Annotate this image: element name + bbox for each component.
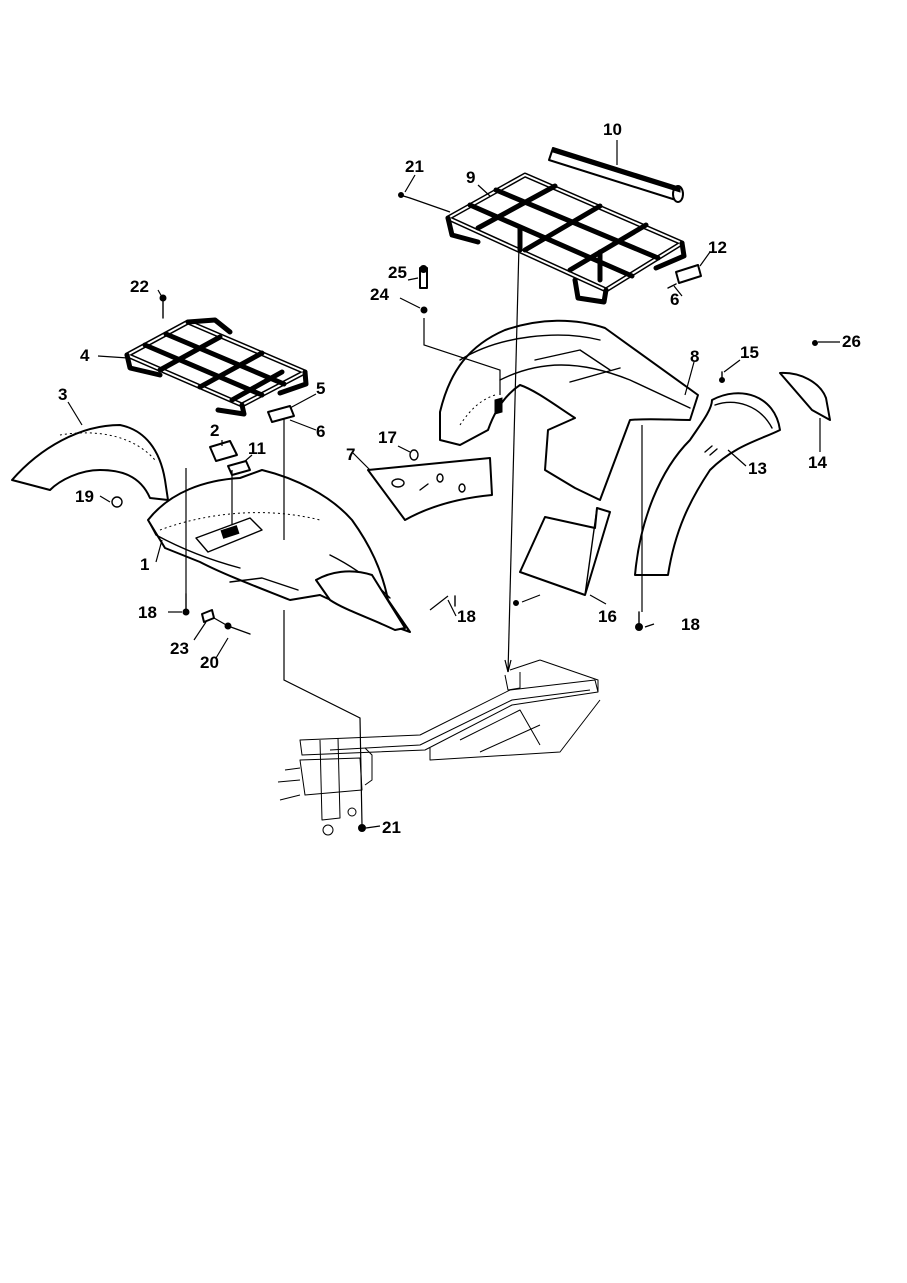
callout-6-right: 6 — [670, 290, 679, 309]
reflector-part-14 — [779, 371, 831, 421]
callout-3: 3 — [58, 385, 67, 404]
callout-20: 20 — [200, 653, 219, 672]
fender-extension-part-13 — [634, 392, 781, 576]
callout-19: 19 — [75, 487, 94, 506]
callout-11: 11 — [248, 439, 266, 458]
lower-shield-part-16 — [519, 507, 611, 596]
callout-25: 25 — [388, 263, 407, 282]
callout-1: 1 — [140, 555, 149, 574]
callout-labels: 10 21 9 12 25 22 24 6 26 4 15 8 5 3 6 2 … — [58, 120, 861, 837]
callout-15: 15 — [740, 343, 759, 362]
callout-12: 12 — [708, 238, 727, 257]
callout-17: 17 — [378, 428, 397, 447]
callout-6-left: 6 — [316, 422, 325, 441]
front-mud-flap-part-3 — [11, 424, 169, 501]
callout-21-top: 21 — [405, 157, 424, 176]
assembly-lines — [185, 197, 643, 826]
callout-2: 2 — [210, 421, 219, 440]
callout-9: 9 — [466, 168, 475, 187]
callout-18-left: 18 — [138, 603, 157, 622]
callout-21-bottom: 21 — [382, 818, 401, 837]
callout-leaders — [67, 140, 840, 829]
vehicle-frame — [277, 659, 601, 836]
fasteners — [111, 192, 818, 832]
callout-7: 7 — [346, 445, 355, 464]
front-fender-part-1 — [147, 469, 411, 633]
side-panel-part-7 — [367, 457, 493, 521]
callout-10: 10 — [603, 120, 622, 139]
rear-rack-part-9 — [445, 172, 687, 305]
rack-pad-part-10 — [548, 147, 684, 203]
callout-14: 14 — [808, 453, 827, 472]
callout-4: 4 — [80, 346, 90, 365]
callout-16: 16 — [598, 607, 617, 626]
callout-22: 22 — [130, 277, 149, 296]
callout-18-center: 18 — [457, 607, 476, 626]
bushing-part-12 — [675, 264, 702, 284]
callout-26: 26 — [842, 332, 861, 351]
grommet-part-17 — [409, 449, 419, 461]
callout-24: 24 — [370, 285, 389, 304]
front-rack-part-4 — [124, 317, 309, 417]
callout-18-right: 18 — [681, 615, 700, 634]
callout-23: 23 — [170, 639, 189, 658]
callout-13: 13 — [748, 459, 767, 478]
callout-5: 5 — [316, 379, 325, 398]
callout-8: 8 — [690, 347, 699, 366]
small-parts-2-11 — [209, 440, 251, 476]
